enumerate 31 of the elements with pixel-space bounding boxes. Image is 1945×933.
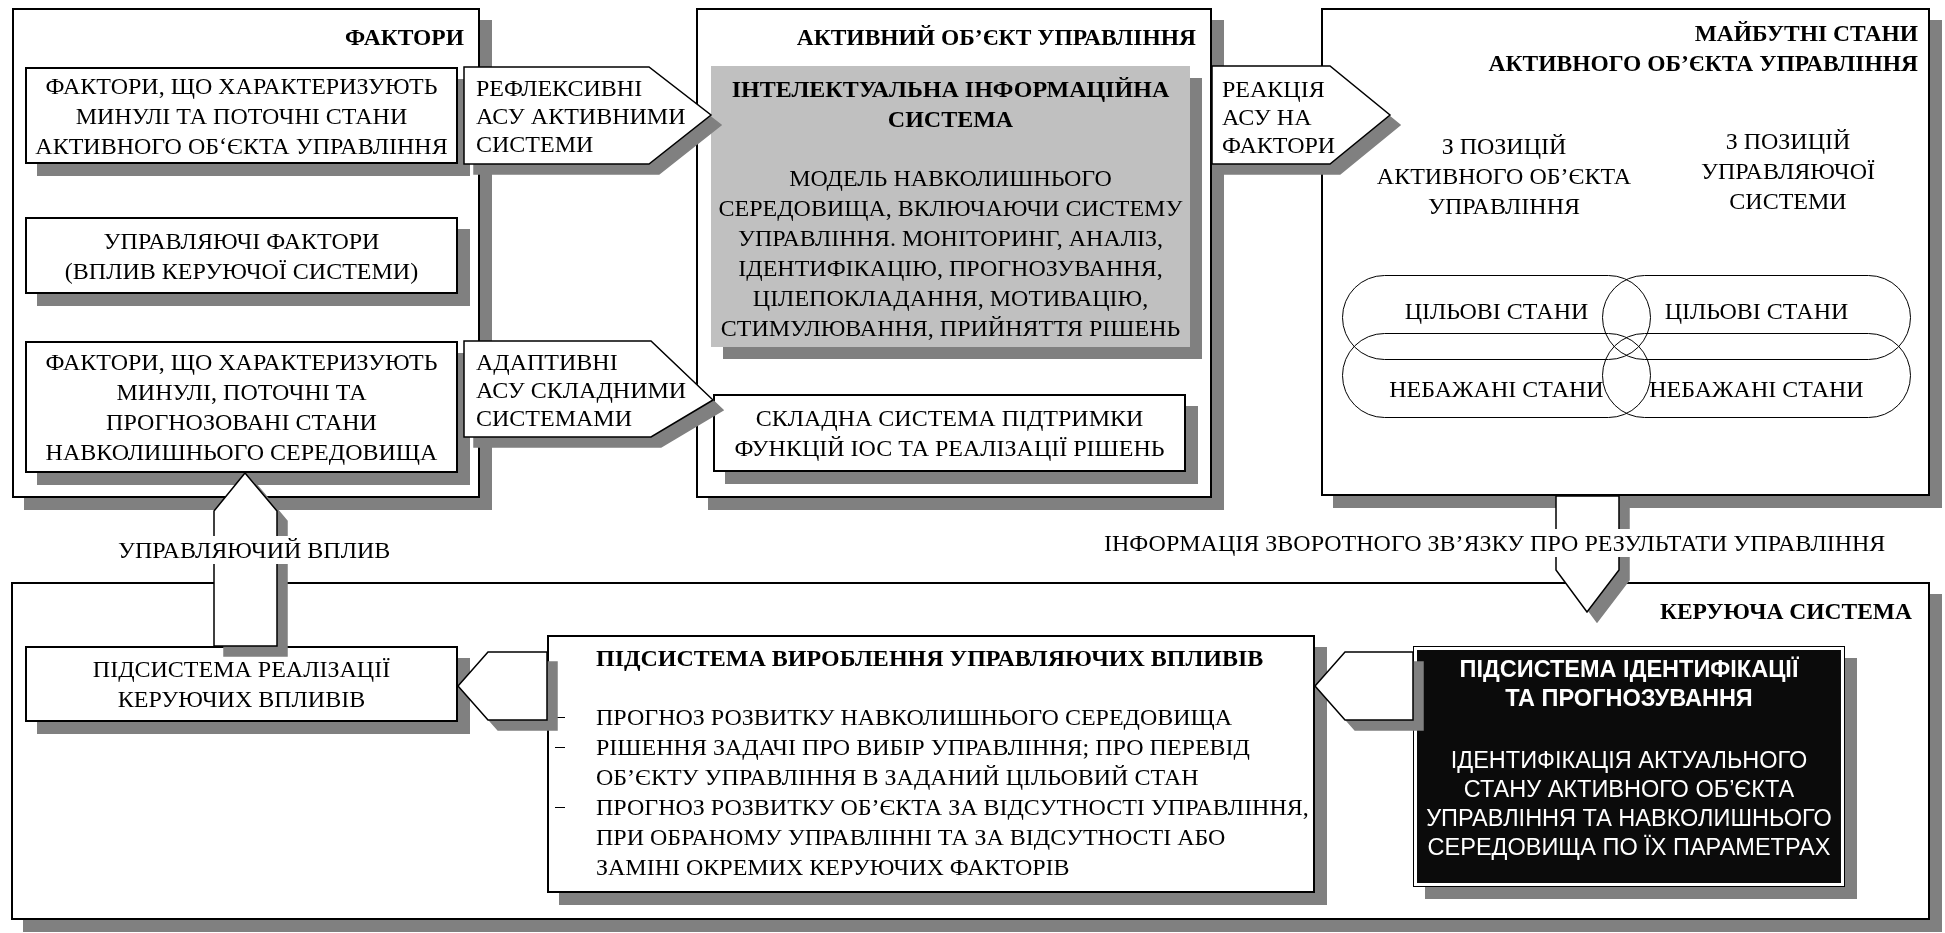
edge-label: РЕФЛЕКСИВНІ АСУ АКТИВНИМИ СИСТЕМИ — [476, 74, 687, 158]
panel-title: АКТИВНИЙ ОБ’ЄКТ УПРАВЛІННЯ — [796, 23, 1196, 52]
box-text: СКЛАДНА СИСТЕМА ПІДТРИМКИ ФУНКЦІЙ ІОС ТА РЕАЛІЗАЦІЇ РІШЕНЬ — [733, 404, 1166, 463]
panel-title: ФАКТОРИ — [345, 23, 464, 52]
box-text: УПРАВЛЯЮЧІ ФАКТОРИ (ВПЛИВ КЕРУЮЧОЇ СИСТЕМИ) — [63, 226, 420, 286]
column-heading: З ПОЗИЦІЙ АКТИВНОГО ОБ’ЄКТА УПРАВЛІННЯ — [1375, 132, 1633, 221]
block-arrow — [1211, 65, 1392, 165]
box-text: ПІДСИСТЕМА РЕАЛІЗАЦІЇ КЕРУЮЧИХ ВПЛИВІВ — [91, 655, 392, 714]
oval-label: ЦІЛЬОВІ СТАНИ — [1404, 296, 1589, 326]
oval-label: НЕБАЖАНІ СТАНИ — [1649, 374, 1864, 404]
box-heading: ПІДСИСТЕМА ІДЕНТИФІКАЦІЇ ТА ПРОГНОЗУВАННЯ — [1458, 655, 1800, 713]
edge-label: РЕАКЦІЯ АСУ НА ФАКТОРИ — [1222, 75, 1337, 159]
box-text: ФАКТОРИ, ЩО ХАРАКТЕРИЗУЮТЬ МИНУЛІ, ПОТОЧНІ ТА ПРОГНОЗОВАНІ СТАНИ НАВКОЛИШНЬОГО СЕРЕДОВИЩА — [44, 348, 439, 467]
box-text: МОДЕЛЬ НАВКОЛИШНЬОГО СЕРЕДОВИЩА, ВКЛЮЧАЮЧИ СИСТЕМУ УПРАВЛІННЯ. МОНІТОРИНГ, АНАЛІЗ, ІДЕНТИФІКАЦІЮ, ПРОГНОЗУВАННЯ, ЦІЛЕПОКЛАДАННЯ, МОТИВАЦІЮ, СТИМУЛЮВАННЯ, ПРИЙНЯТТЯ РІШЕНЬ — [717, 164, 1184, 343]
column-heading: З ПОЗИЦІЙ УПРАВЛЯЮЧОЇ СИСТЕМИ — [1700, 127, 1876, 216]
list-item: ПРОГНОЗ РОЗВИТКУ ОБ’ЄКТА ЗА ВІДСУТНОСТІ УПРАВЛІННЯ, ПРИ ОБРАНОМУ УПРАВЛІННІ ТА ЗА ВІДСУТНОСТІ АБО ЗАМІНІ ОКРЕМИХ КЕРУЮЧИХ ФАКТОРІВ — [596, 793, 1310, 882]
list-item: РІШЕННЯ ЗАДАЧІ ПРО ВИБІР УПРАВЛІННЯ; ПРО ПЕРЕВІД ОБ’ЄКТУ УПРАВЛІННЯ В ЗАДАНИЙ ЦІЛЬОВИЙ СТАН — [596, 733, 1251, 792]
block-arrow — [463, 66, 713, 165]
box-heading: ІНТЕЛЕКТУАЛЬНА ІНФОРМАЦІЙНА СИСТЕМА — [730, 75, 1171, 134]
list-item: ПРОГНОЗ РОЗВИТКУ НАВКОЛИШНЬОГО СЕРЕДОВИЩА — [596, 703, 1234, 732]
block-arrow — [463, 340, 715, 438]
block-arrow — [1314, 651, 1414, 721]
block-arrow — [457, 651, 548, 721]
oval-label: НЕБАЖАНІ СТАНИ — [1389, 374, 1604, 404]
box-text: ФАКТОРИ, ЩО ХАРАКТЕРИЗУЮТЬ МИНУЛІ ТА ПОТОЧНІ СТАНИ АКТИВНОГО ОБ‘ЄКТА УПРАВЛІННЯ — [35, 71, 448, 161]
edge-label: АДАПТИВНІ АСУ СКЛАДНИМИ СИСТЕМАМИ — [476, 348, 688, 432]
panel-title: КЕРУЮЧА СИСТЕМА — [1659, 597, 1912, 626]
panel-title: МАЙБУТНІ СТАНИ АКТИВНОГО ОБ’ЄКТА УПРАВЛІННЯ — [1487, 19, 1918, 78]
box-heading: ПІДСИСТЕМА ВИРОБЛЕННЯ УПРАВЛЯЮЧИХ ВПЛИВІВ — [596, 644, 1265, 673]
box-text: ІДЕНТИФІКАЦІЯ АКТУАЛЬНОГО СТАНУ АКТИВНОГО ОБ’ЄКТА УПРАВЛІННЯ ТА НАВКОЛИШНЬОГО СЕРЕДОВИЩА ПО ЇХ ПАРАМЕТРАХ — [1425, 746, 1833, 862]
oval-label: ЦІЛЬОВІ СТАНИ — [1664, 296, 1849, 326]
